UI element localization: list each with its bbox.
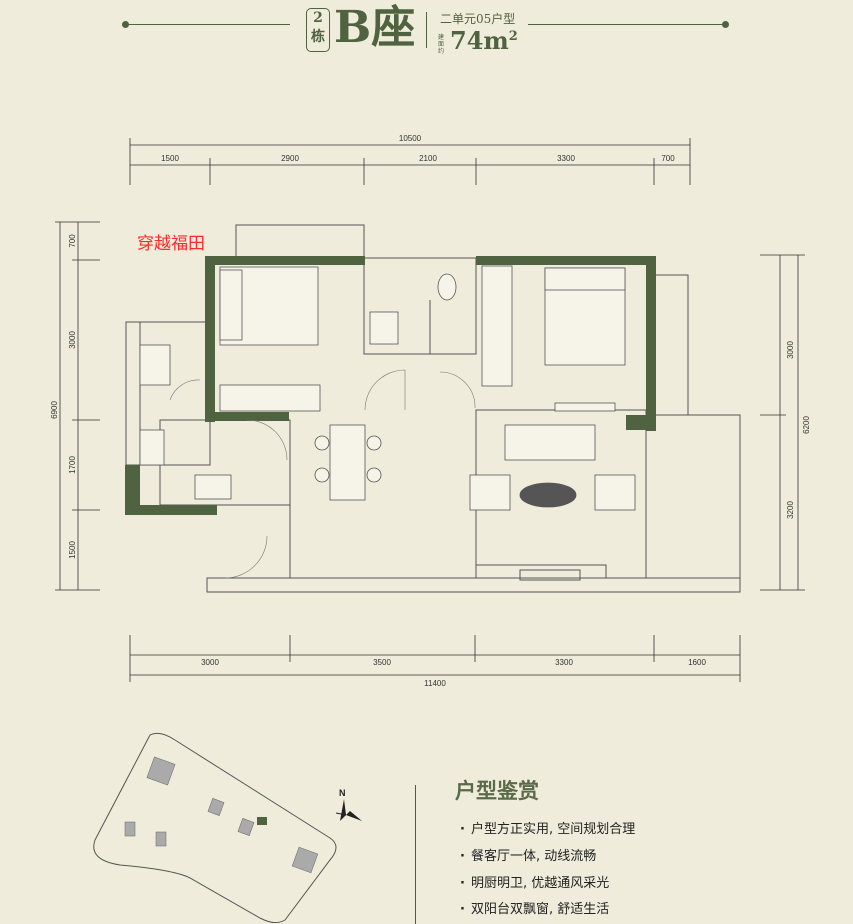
feature-item: 户型方正实用, 空间规划合理 xyxy=(460,818,635,837)
site-boundary xyxy=(93,732,337,924)
features-divider xyxy=(415,785,416,924)
header-decor-line-left xyxy=(128,24,290,25)
building-2a xyxy=(146,756,176,786)
dim-bottom-4: 1600 xyxy=(688,658,706,667)
dim-left-3: 1700 xyxy=(68,456,77,474)
dimension-lines xyxy=(55,138,805,682)
building-2c xyxy=(291,846,319,874)
floor-plan: 10500 1500 2900 2100 3300 700 3000 3500 … xyxy=(50,134,811,688)
dim-left-2: 3000 xyxy=(68,331,77,349)
header-decor-line-right xyxy=(528,24,723,25)
compass-icon: N xyxy=(335,788,362,821)
features-title: 户型鉴赏 xyxy=(455,778,539,803)
building-suffix: 栋 xyxy=(311,29,325,45)
seat-title: B座 xyxy=(334,2,416,53)
compass-label: N xyxy=(339,788,346,798)
unit-type: 二单元05户型 xyxy=(440,12,516,26)
dim-top-1: 1500 xyxy=(161,154,179,163)
feature-item: 餐客厅一体, 动线流畅 xyxy=(460,845,596,864)
toilet xyxy=(437,273,457,301)
feature-item: 双阳台双飘窗, 舒适生活 xyxy=(460,898,609,917)
dim-left-total: 6900 xyxy=(50,401,59,419)
dim-right-total: 6200 xyxy=(802,416,811,434)
dim-left-4: 1500 xyxy=(68,541,77,559)
wardrobe-right xyxy=(481,265,513,387)
washer xyxy=(139,344,171,386)
dim-right-2: 3200 xyxy=(786,501,795,519)
dim-top-total: 10500 xyxy=(399,134,422,143)
area-number: 74m xyxy=(450,26,509,55)
feature-item: 明厨明卫, 优越通风采光 xyxy=(460,872,609,891)
dim-right-1: 3000 xyxy=(786,341,795,359)
dim-bottom-3: 3300 xyxy=(555,658,573,667)
dim-top-3: 2100 xyxy=(419,154,437,163)
building-1-1 xyxy=(124,821,136,837)
building-2b-1 xyxy=(207,798,225,816)
site-plan xyxy=(93,732,337,924)
building-2b-2 xyxy=(237,818,255,836)
dim-top-2: 2900 xyxy=(281,154,299,163)
coffee-table xyxy=(519,482,577,508)
area-unit: 2 xyxy=(508,29,518,44)
header-decor-dot-right xyxy=(722,21,729,28)
armchair-right xyxy=(594,474,636,511)
area-value: 74m2 xyxy=(450,26,518,55)
sink xyxy=(139,429,165,466)
building-badge: 2 栋 xyxy=(306,8,330,52)
basin xyxy=(369,311,399,345)
wardrobe-left xyxy=(219,384,321,412)
title-divider xyxy=(426,12,427,48)
stove xyxy=(194,474,232,500)
walls-structural xyxy=(125,256,656,515)
dim-top-4: 3300 xyxy=(557,154,575,163)
dim-bottom-total: 11400 xyxy=(424,679,446,688)
watermark: 穿越福田 xyxy=(137,234,205,254)
area-label: 建面约 xyxy=(438,34,445,55)
dim-bottom-1: 3000 xyxy=(201,658,219,667)
unit-highlight xyxy=(257,817,267,825)
furniture xyxy=(139,265,636,511)
header-decor-dot-left xyxy=(122,21,129,28)
armchair-left xyxy=(469,474,511,511)
dining-table xyxy=(329,424,366,501)
dim-top-5: 700 xyxy=(661,154,675,163)
sofa xyxy=(504,424,596,461)
building-number: 2 xyxy=(313,10,323,26)
building-1-2 xyxy=(155,831,167,847)
doors xyxy=(169,369,476,579)
dim-bottom-2: 3500 xyxy=(373,658,391,667)
dim-left-1: 700 xyxy=(68,234,77,248)
